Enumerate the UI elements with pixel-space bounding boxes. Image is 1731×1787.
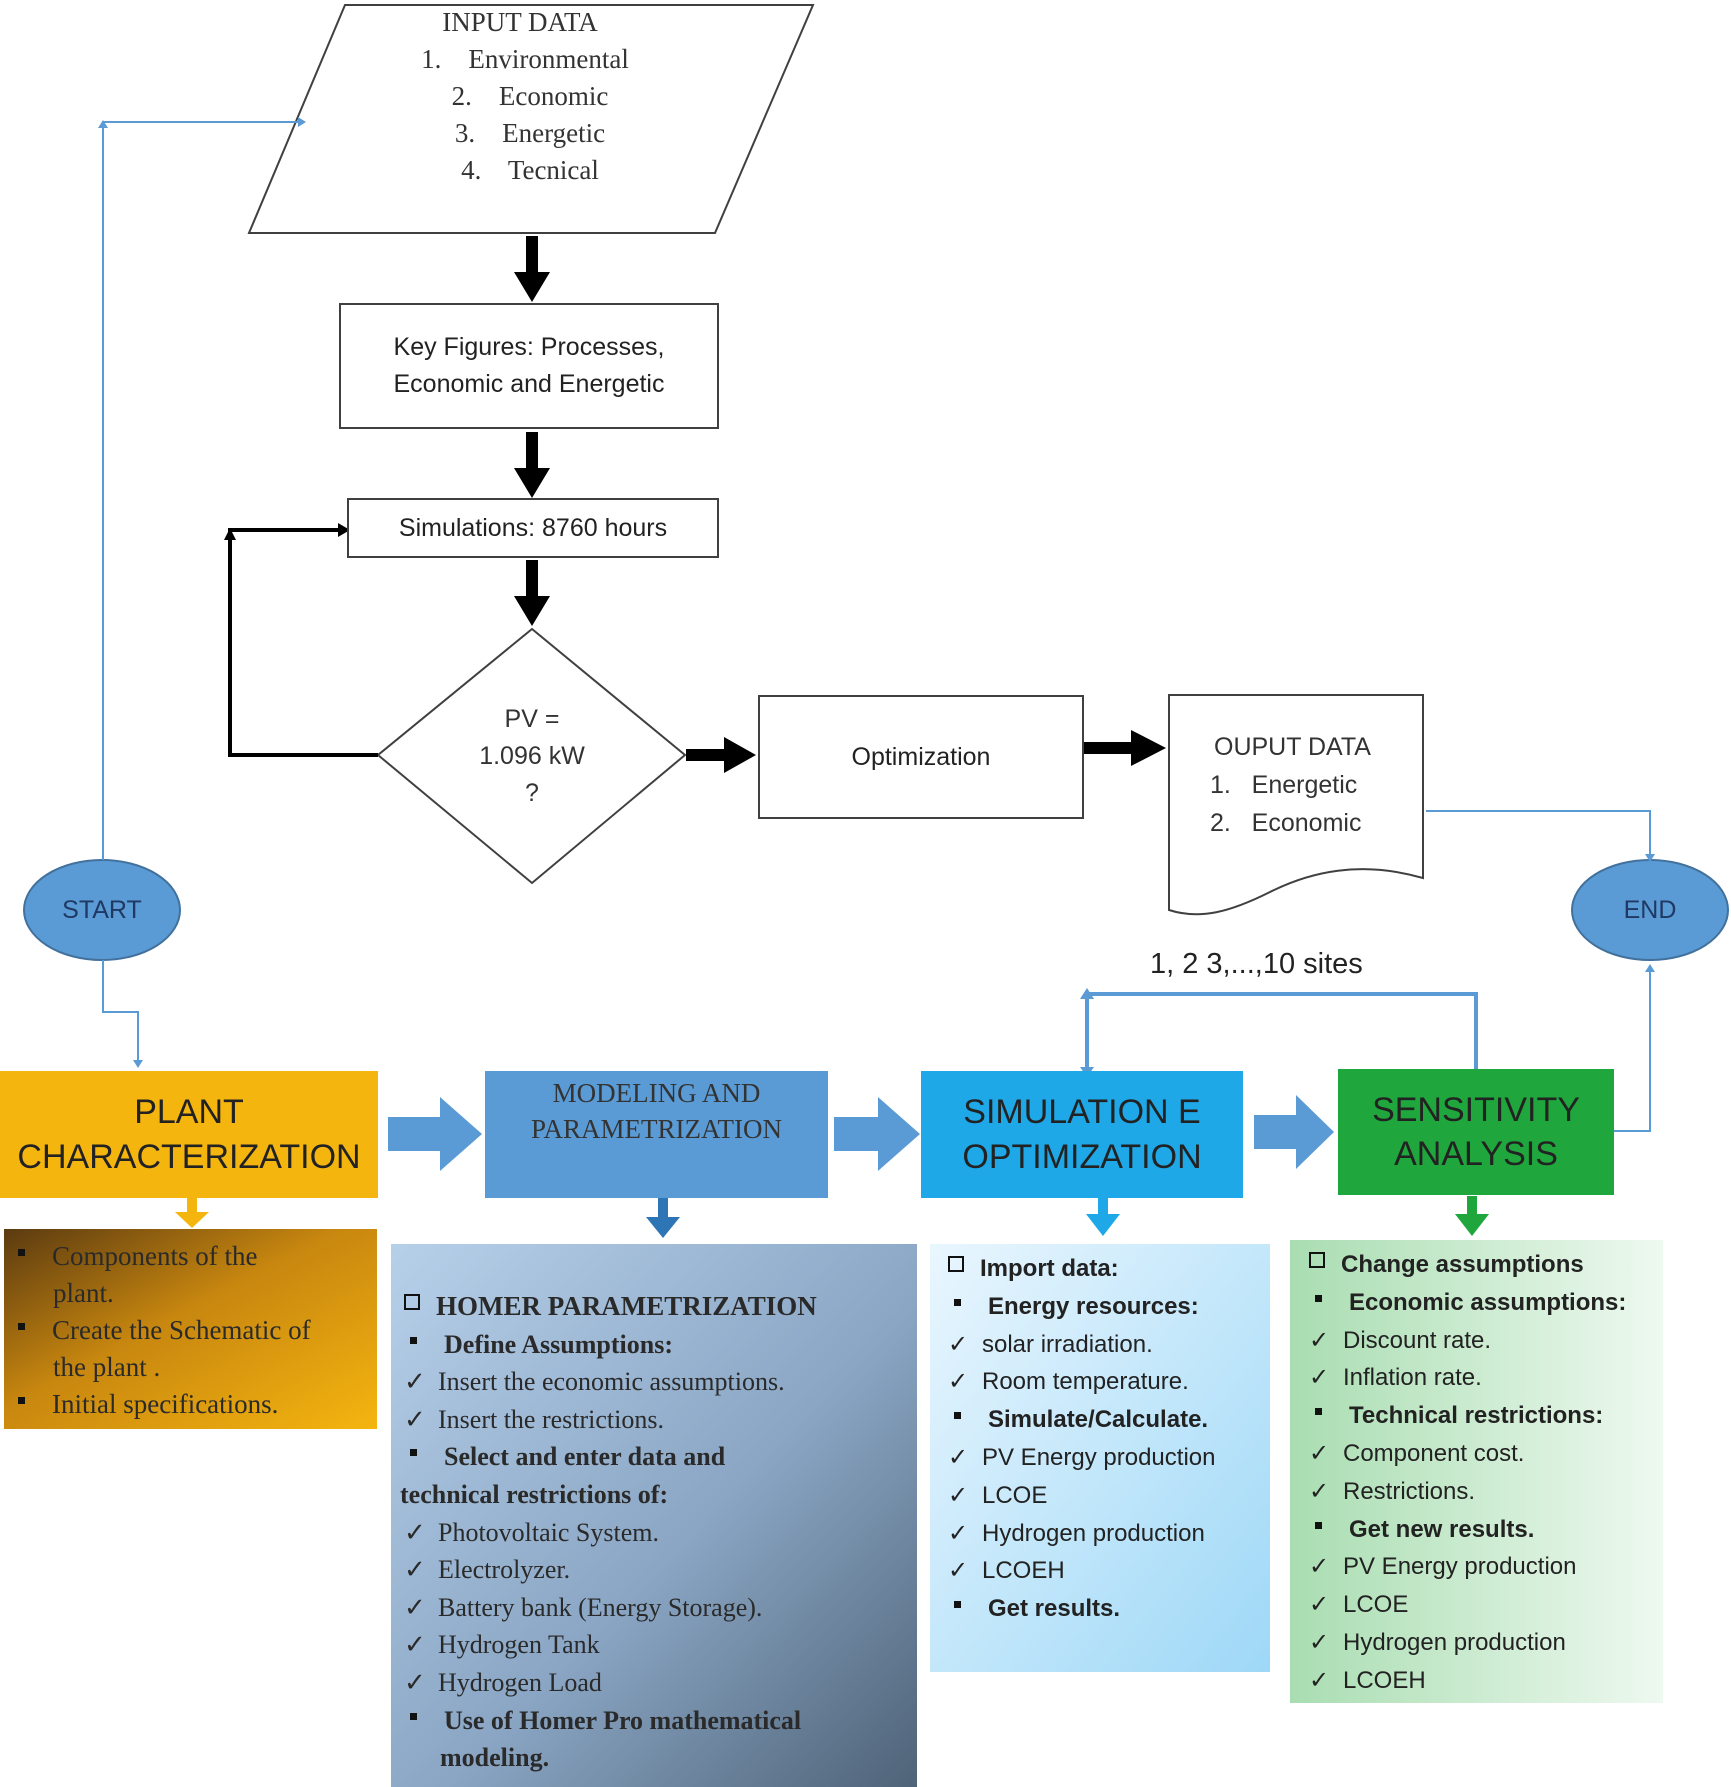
plant-item-1b: plant.	[53, 1278, 114, 1308]
output-data-document	[1168, 694, 1424, 916]
simulation-check-4: ✓LCOE	[948, 1481, 1048, 1509]
input-item-1: 1. Environmental	[421, 44, 629, 74]
input-data-title: INPUT DATA	[442, 7, 598, 37]
sites-loop-label: 1, 2 3,...,10 sites	[1150, 948, 1363, 980]
modeling-check-3: ✓Photovoltaic System.	[404, 1517, 659, 1547]
modeling-stage-line2: PARAMETRIZATION	[530, 1114, 782, 1145]
sensitivity-panel-bg	[1290, 1240, 1663, 1703]
output-data-text: OUPUT DATA 1. Energetic 2. Economic	[1190, 728, 1410, 842]
simulation-stage-line1: SIMULATION E	[963, 1093, 1201, 1132]
plant-item-2: Create the Schematic of	[8, 1312, 376, 1349]
plant-panel: Components of the plant. Create the Sche…	[8, 1238, 376, 1423]
modeling-panel-bg	[391, 1244, 917, 1787]
modeling-use-b: modeling.	[440, 1743, 550, 1773]
modeling-panel: HOMER PARAMETRIZATION Define Assumptions…	[400, 1288, 915, 1777]
simulation-optimization-stage: SIMULATION E OPTIMIZATION	[921, 1071, 1243, 1198]
decision-text: PV = 1.096 kW ?	[432, 695, 632, 817]
decision-line3: ?	[525, 778, 539, 807]
input-item-2: 2. Economic	[451, 81, 609, 111]
sensitivity-header: Change assumptions	[1305, 1246, 1663, 1284]
end-label: END	[1623, 895, 1677, 924]
sensitivity-panel: Change assumptions Economic assumptions:…	[1305, 1246, 1663, 1700]
simulation-get: Get results.	[944, 1590, 1269, 1628]
output-item-2: 2. Economic	[1210, 809, 1362, 837]
sensitivity-econ: Economic assumptions:	[1305, 1284, 1663, 1322]
modeling-header: HOMER PARAMETRIZATION	[400, 1288, 915, 1326]
modeling-parametrization-stage: MODELING AND PARAMETRIZATION	[485, 1071, 828, 1198]
black-arrows	[514, 236, 1166, 773]
sensitivity-stage-line2: ANALYSIS	[1394, 1135, 1558, 1173]
modeling-select: Select and enter data and	[400, 1438, 915, 1476]
plant-item-2b: the plant .	[53, 1352, 161, 1382]
modeling-stage-line1: MODELING AND	[552, 1078, 761, 1108]
modeling-check-1: ✓Insert the economic assumptions.	[404, 1367, 785, 1397]
modeling-define: Define Assumptions:	[400, 1326, 915, 1364]
key-figures-box: Key Figures: Processes, Economic and Ene…	[339, 303, 719, 429]
decision-line1: PV =	[504, 704, 560, 733]
input-item-3: 3. Energetic	[454, 118, 606, 148]
plant-item-1: Components of the	[8, 1238, 376, 1275]
output-data-title: OUPUT DATA	[1214, 733, 1371, 761]
simulation-check-1: ✓solar irradiation.	[948, 1330, 1153, 1358]
simulation-check-2: ✓Room temperature.	[948, 1368, 1189, 1396]
modeling-select-b: technical restrictions of:	[400, 1479, 669, 1509]
decision-diamond	[376, 627, 687, 885]
simulation-panel-bg	[930, 1244, 1270, 1672]
input-item-4: 4. Tecnical	[461, 155, 599, 185]
simulation-loop-line	[228, 528, 378, 757]
sites-loop-line	[1085, 992, 1478, 1069]
plant-stage-line2: CHARACTERIZATION	[17, 1137, 361, 1176]
modeling-check-4: ✓Electrolyzer.	[404, 1555, 571, 1585]
key-figures-line1: Key Figures: Processes,	[393, 333, 665, 361]
modeling-check-2: ✓Insert the restrictions.	[404, 1404, 664, 1434]
simulation-header: Import data:	[944, 1250, 1269, 1288]
sensitivity-check-2: ✓Inflation rate.	[1309, 1364, 1482, 1392]
start-label: START	[62, 895, 142, 924]
key-figures-line2: Economic and Energetic	[393, 370, 665, 398]
output-item-1: 1. Energetic	[1210, 771, 1358, 799]
plant-characterization-stage: PLANT CHARACTERIZATION	[0, 1071, 378, 1198]
simulation-energy: Energy resources:	[944, 1288, 1269, 1326]
modeling-use: Use of Homer Pro mathematical	[400, 1702, 915, 1740]
sensitivity-check-7: ✓Hydrogen production	[1309, 1628, 1566, 1656]
plant-panel-bg	[4, 1229, 377, 1429]
simulation-check-3: ✓PV Energy production	[948, 1443, 1216, 1471]
simulation-check-5: ✓Hydrogen production	[948, 1519, 1205, 1547]
sensitivity-check-1: ✓Discount rate.	[1309, 1326, 1492, 1354]
sensitivity-check-4: ✓Restrictions.	[1309, 1477, 1476, 1505]
plant-stage-line1: PLANT	[134, 1093, 244, 1132]
simulation-stage-line2: OPTIMIZATION	[962, 1137, 1202, 1176]
sensitivity-analysis-stage: SENSITIVITY ANALYSIS	[1338, 1069, 1614, 1195]
sensitivity-get: Get new results.	[1305, 1511, 1663, 1549]
decision-line2: 1.096 kW	[479, 741, 585, 770]
sensitivity-check-3: ✓Component cost.	[1309, 1439, 1525, 1467]
sensitivity-check-8: ✓LCOEH	[1309, 1666, 1426, 1694]
simulation-simulate: Simulate/Calculate.	[944, 1401, 1269, 1439]
simulations-label: Simulations: 8760 hours	[398, 513, 668, 542]
sensitivity-check-6: ✓LCOE	[1309, 1591, 1409, 1619]
modeling-check-5: ✓Battery bank (Energy Storage).	[404, 1592, 763, 1622]
optimization-box: Optimization	[758, 695, 1084, 819]
plant-item-3: Initial specifications.	[8, 1386, 376, 1423]
sensitivity-check-5: ✓PV Energy production	[1309, 1553, 1577, 1581]
sensitivity-tech: Technical restrictions:	[1305, 1397, 1663, 1435]
input-data-parallelogram	[247, 4, 815, 234]
simulation-check-6: ✓LCOEH	[948, 1557, 1065, 1585]
simulation-panel: Import data: Energy resources: ✓solar ir…	[944, 1250, 1269, 1628]
input-data-text: INPUT DATA 1. Environmental 2. Economic …	[380, 4, 680, 189]
optimization-label: Optimization	[851, 742, 991, 771]
stage-arrows	[388, 1095, 1334, 1171]
modeling-check-6: ✓Hydrogen Tank	[404, 1630, 600, 1660]
stage-down-arrows	[175, 1196, 1489, 1238]
simulations-box: Simulations: 8760 hours	[347, 498, 719, 558]
sensitivity-stage-line1: SENSITIVITY	[1372, 1090, 1580, 1129]
modeling-check-7: ✓Hydrogen Load	[404, 1667, 602, 1697]
blue-connectors	[102, 121, 1651, 1132]
